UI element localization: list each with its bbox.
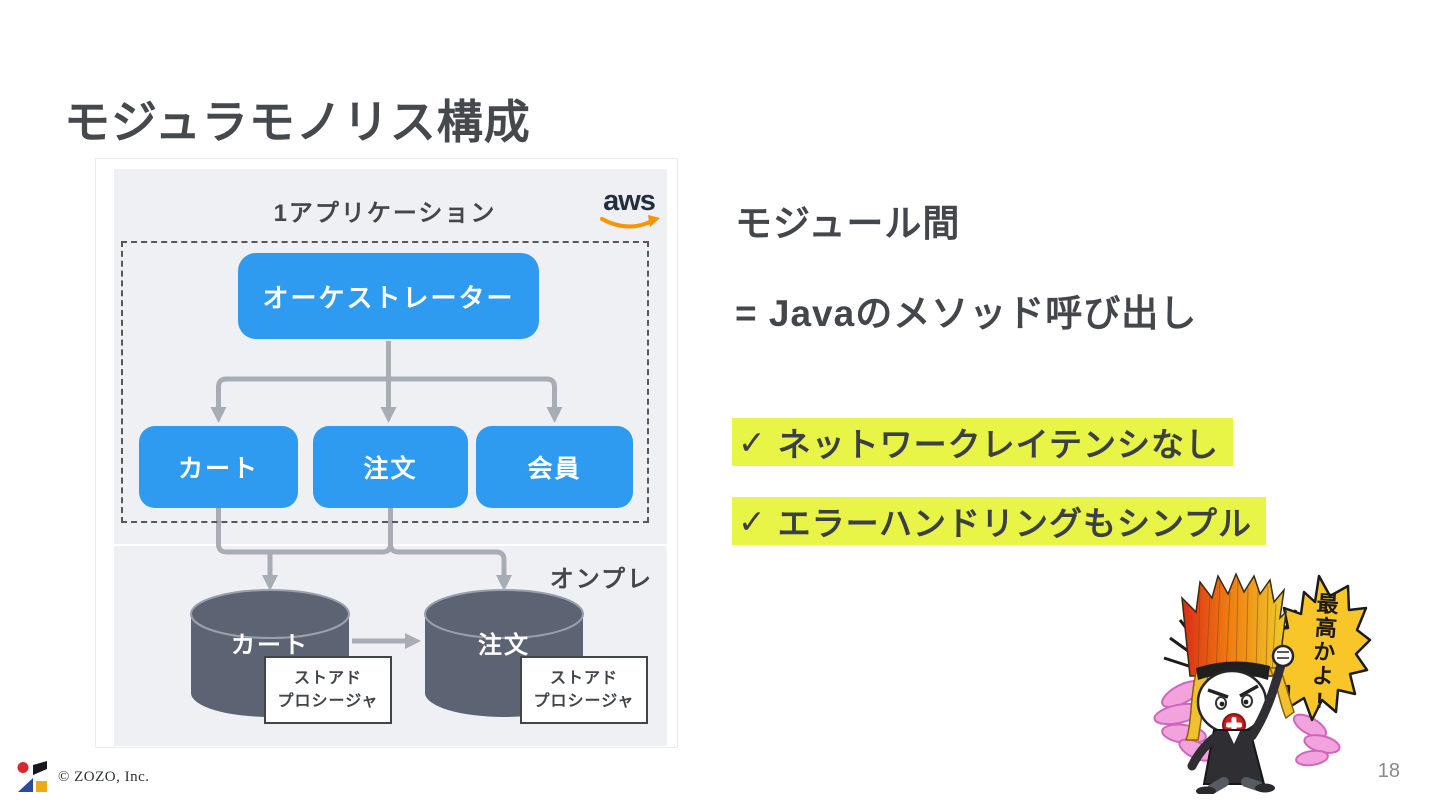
checkmark-icon: ✓ <box>738 423 766 461</box>
stored-procedure-line2: プロシージャ <box>533 693 635 711</box>
highlighted-bullet-1: ✓ ネットワークレイテンシなし <box>732 418 1233 466</box>
aws-logo-text: aws <box>603 185 656 217</box>
stored-procedure-note-order: ストアド プロシージャ <box>520 656 648 725</box>
copyright-text: © ZOZO, Inc. <box>58 769 150 785</box>
module-box-member: 会員 <box>476 426 633 508</box>
highlighted-bullet-2: ✓ エラーハンドリングもシンプル <box>732 497 1267 545</box>
logo-red-circle <box>17 762 29 773</box>
orchestrator-box: オーケストレーター <box>238 253 539 339</box>
back-arm <box>1187 733 1219 771</box>
module-box-cart: カート <box>139 426 298 508</box>
mascot-illustration <box>1153 572 1372 794</box>
stored-procedure-line1: ストアド <box>293 670 362 687</box>
aws-smile-icon <box>600 215 660 229</box>
mascot-hair <box>1181 572 1288 677</box>
stored-procedure-line2: プロシージャ <box>277 693 379 711</box>
module-box-order: 注文 <box>313 426 468 508</box>
logo-black-shape <box>33 761 47 775</box>
logo-yellow-square <box>36 781 47 792</box>
bullet-text: ネットワークレイテンシなし <box>777 426 1219 463</box>
hair-strands <box>1197 577 1277 675</box>
stored-procedure-line1: ストアド <box>549 670 618 687</box>
notes-heading-line2: = Javaのメソッド呼び出し <box>735 293 1198 334</box>
fist <box>1271 644 1295 668</box>
aws-logo: aws <box>598 185 660 233</box>
logo-blue-triangle <box>18 778 33 792</box>
pink-wings <box>1153 679 1341 767</box>
page-number: 18 <box>1377 760 1400 782</box>
fist-lines <box>1277 651 1289 659</box>
checkmark-icon: ✓ <box>738 502 766 540</box>
bullet-text: エラーハンドリングもシンプル <box>777 505 1253 542</box>
speech-bubble <box>1266 574 1372 722</box>
onprem-label: オンプレ <box>549 566 653 593</box>
app-group-label: 1アプリケーション <box>273 200 497 227</box>
application-boundary <box>121 241 649 523</box>
mascot-eyes <box>1207 684 1259 710</box>
page-title: モジュラモノリス構成 <box>64 96 531 148</box>
notes-heading-line1: モジュール間 <box>735 203 961 244</box>
architecture-diagram-card: 1アプリケーション aws オーケストレーター カート 注文 会員 オンプレ カ… <box>95 158 678 748</box>
raised-arm <box>1247 657 1287 741</box>
zozo-logo <box>17 761 47 792</box>
mascot-legs <box>1196 777 1275 794</box>
db-label-order: 注文 <box>478 632 530 659</box>
stored-procedure-note-cart: ストアド プロシージャ <box>264 656 392 725</box>
db-label-cart: カート <box>231 632 309 659</box>
shirt-collar <box>1228 731 1240 744</box>
